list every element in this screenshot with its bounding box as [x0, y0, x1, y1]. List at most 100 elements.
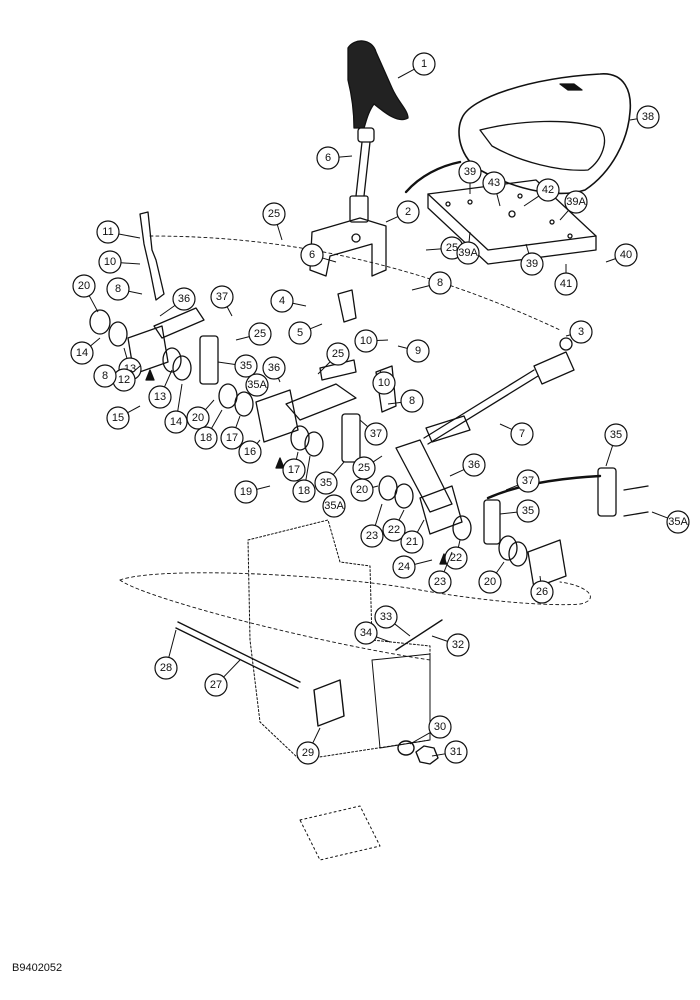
- callout-circle: [314, 471, 338, 495]
- callout-leader-line: [374, 503, 383, 526]
- callout-circle: [220, 426, 244, 450]
- callout-41: 41: [554, 264, 578, 296]
- callout-circle: [364, 422, 388, 446]
- callout-circle: [392, 555, 416, 579]
- callout-circle: [456, 241, 480, 265]
- callout-label: 9: [415, 345, 421, 357]
- callout-leader-line: [204, 399, 215, 411]
- callout-38: 38: [629, 105, 660, 129]
- callout-leader-line: [168, 629, 177, 658]
- seat-boot-illustration: [458, 73, 632, 195]
- callout-label: 18: [298, 485, 310, 497]
- callout-circle: [234, 354, 258, 378]
- callout-8: 8: [411, 271, 452, 295]
- callout-label: 8: [409, 395, 415, 407]
- callout-label: 17: [288, 464, 300, 476]
- callout-leader-line: [411, 285, 430, 291]
- callout-circle: [444, 740, 468, 764]
- callout-label: 40: [620, 249, 632, 261]
- callout-39: 39: [520, 243, 544, 276]
- left-lever-assembly-illustration: [89, 211, 219, 385]
- callout-label: 8: [115, 283, 121, 295]
- callout-label: 10: [360, 335, 372, 347]
- callout-label: 39A: [566, 196, 586, 208]
- callout-circle: [98, 250, 122, 274]
- callout-leader-line: [131, 365, 141, 374]
- callout-leader-line: [443, 551, 453, 572]
- callout-40: 40: [605, 243, 638, 267]
- callout-35: 35: [499, 499, 540, 523]
- callout-24: 24: [392, 555, 433, 579]
- callout-circle: [444, 546, 468, 570]
- callout-leader-line: [376, 339, 389, 342]
- callout-label: 14: [76, 347, 88, 359]
- callout-label: 2: [405, 206, 411, 218]
- callout-35: 35: [217, 354, 258, 378]
- center-bracket-illustration: [309, 217, 387, 323]
- callout-circle: [245, 373, 269, 397]
- callout-circle: [148, 385, 172, 409]
- callout-label: 35A: [668, 516, 688, 528]
- callout-circle: [406, 339, 430, 363]
- callout-label: 20: [78, 280, 90, 292]
- callout-16: 16: [238, 439, 262, 464]
- callout-circle: [210, 285, 234, 309]
- callout-circle: [636, 105, 660, 129]
- callout-label: 33: [380, 611, 392, 623]
- callout-21: 21: [400, 519, 425, 554]
- callout-leader-line: [397, 68, 415, 79]
- callout-14: 14: [164, 383, 188, 434]
- callout-13: 13: [148, 369, 173, 409]
- callout-20: 20: [72, 274, 99, 313]
- shift-lever-illustration: [347, 40, 409, 223]
- callout-leader-line: [312, 727, 321, 744]
- callout-leader-line: [394, 623, 411, 637]
- callout-25: 25: [262, 202, 286, 241]
- callout-leader-line: [292, 302, 307, 307]
- boot-arrow: [404, 160, 462, 194]
- callout-32: 32: [431, 633, 470, 657]
- callout-leader-line: [387, 401, 402, 405]
- callout-leader-line: [565, 334, 571, 337]
- callout-35a: 35A: [322, 494, 346, 518]
- callout-label: 34: [360, 627, 372, 639]
- callout-28: 28: [154, 629, 178, 680]
- callout-circle: [428, 715, 452, 739]
- callout-label: 26: [536, 586, 548, 598]
- callout-leader-line: [120, 262, 141, 265]
- callout-leader-line: [499, 423, 513, 430]
- callout-leader-line: [539, 575, 542, 582]
- callout-leader-line: [127, 405, 141, 414]
- callout-25: 25: [352, 455, 383, 480]
- callout-label: 35: [240, 360, 252, 372]
- callout-leader-line: [629, 118, 638, 121]
- callout-20: 20: [186, 399, 215, 430]
- callout-leader-line: [431, 753, 446, 757]
- callout-circle: [604, 423, 628, 447]
- callout-circle: [516, 469, 540, 493]
- callout-circle: [412, 52, 436, 76]
- right-lever-assembly-illustration: [378, 337, 649, 589]
- callout-8: 8: [93, 364, 117, 388]
- callout-circle: [326, 342, 350, 366]
- callout-circle: [530, 580, 554, 604]
- callout-leader-line: [295, 451, 299, 460]
- callout-label: 39: [464, 166, 476, 178]
- callout-leader-line: [372, 485, 379, 488]
- callout-leader-line: [499, 511, 518, 515]
- callout-3: 3: [565, 320, 593, 344]
- callout-leader-line: [217, 361, 236, 365]
- callout-29: 29: [296, 727, 321, 765]
- callout-label: 20: [356, 484, 368, 496]
- callout-35: 35: [604, 423, 628, 467]
- callout-label: 36: [178, 293, 190, 305]
- callout-30: 30: [409, 715, 452, 745]
- callout-leader-line: [90, 337, 101, 347]
- callout-8: 8: [106, 277, 143, 301]
- callout-leader-line: [495, 561, 505, 574]
- callout-39a: 39A: [559, 190, 588, 221]
- callout-1: 1: [397, 52, 436, 79]
- callout-37: 37: [359, 419, 388, 446]
- callout-label: 42: [542, 184, 554, 196]
- callout-label: 37: [216, 291, 228, 303]
